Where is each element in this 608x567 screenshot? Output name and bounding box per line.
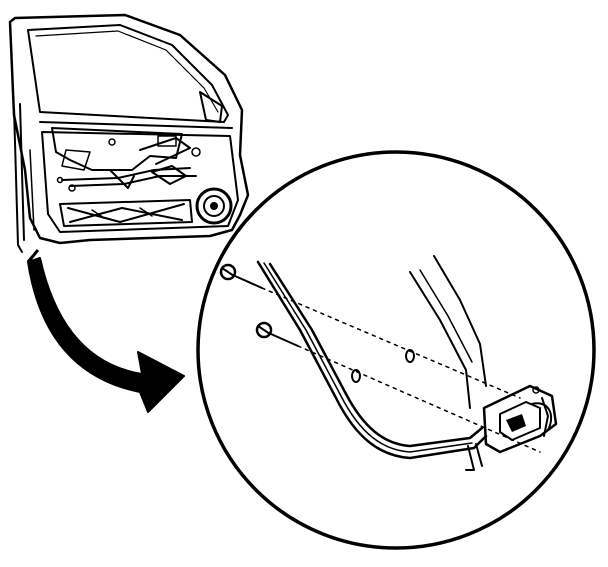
detail-view — [196, 150, 596, 550]
mounting-bolt — [219, 263, 263, 289]
window-opening — [27, 24, 229, 123]
washer — [351, 369, 361, 383]
callout-arrow — [27, 257, 185, 413]
speaker — [195, 187, 233, 225]
washer — [405, 349, 415, 363]
inner-door-panel — [41, 131, 239, 233]
mounting-bolt — [255, 321, 299, 347]
detail-magnifier-circle — [196, 150, 596, 550]
door-assembly — [8, 13, 250, 253]
regulator-bracket — [465, 384, 558, 471]
glass-run-channel — [256, 260, 488, 460]
door-frame — [8, 13, 250, 245]
